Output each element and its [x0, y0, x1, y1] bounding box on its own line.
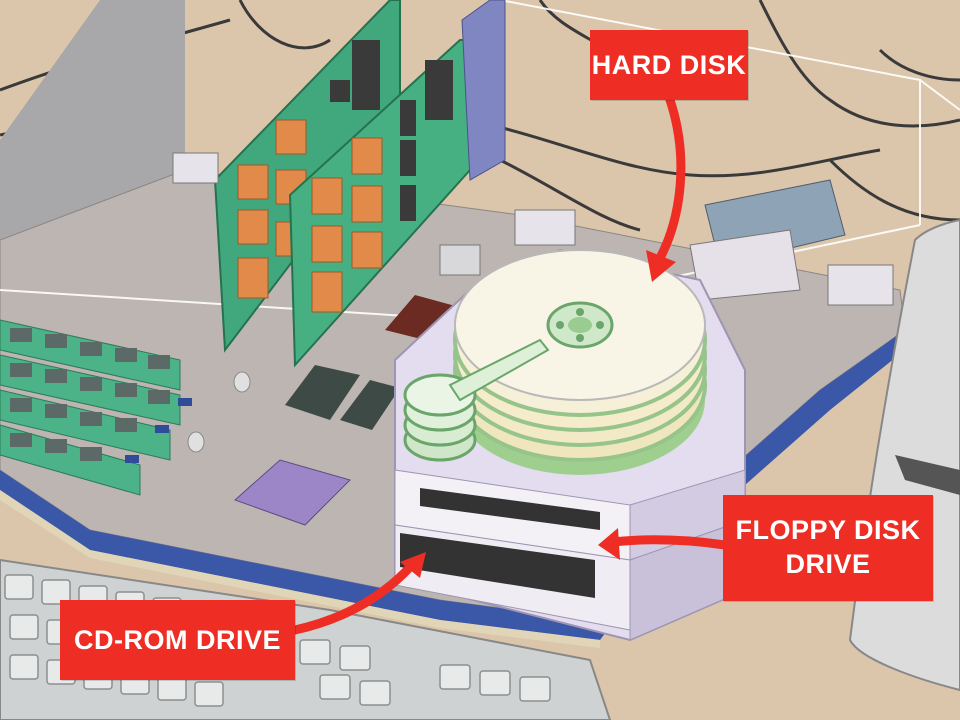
- callout-arrows: [290, 95, 730, 635]
- floppy-label-line2: DRIVE: [785, 549, 871, 579]
- board-chips: [187, 295, 470, 526]
- arrowheads: [400, 250, 676, 578]
- hard-disk: [403, 249, 707, 475]
- motherboard-edge: [0, 330, 905, 640]
- hard-disk-label: HARD DISK: [590, 30, 748, 100]
- expansion-card-2: [288, 39, 471, 368]
- case-back-panel: [0, 0, 185, 280]
- floppy-label-line1: FLOPPY DISK: [735, 515, 921, 545]
- ram-modules: [0, 319, 192, 496]
- card-bracket: [461, 0, 506, 181]
- board-connectors: [172, 152, 894, 306]
- cd-rom-drive-label: CD-ROM DRIVE: [60, 600, 295, 680]
- floppy-disk-drive-label: FLOPPY DISK DRIVE: [723, 495, 933, 601]
